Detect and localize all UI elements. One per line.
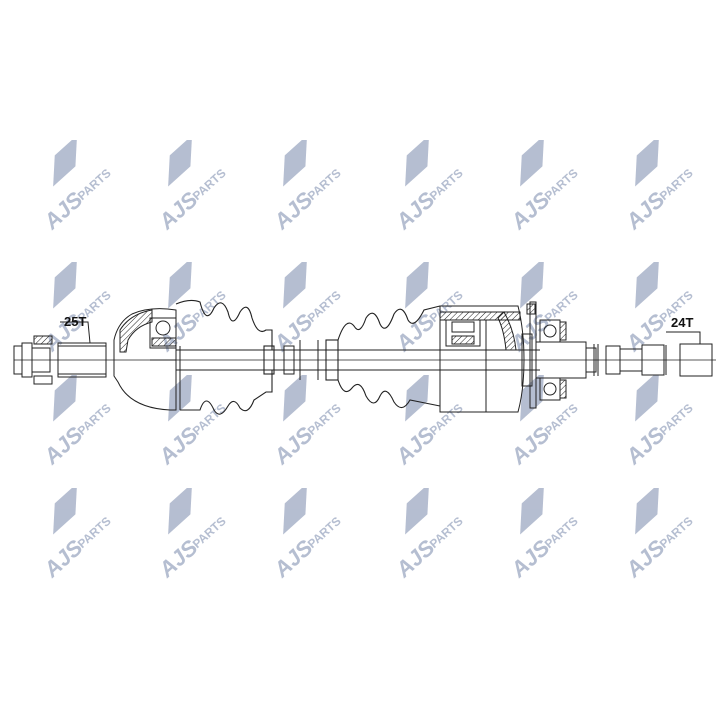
right-stub (585, 344, 667, 376)
outer-cv-joint (113, 308, 181, 411)
inner-boot (325, 305, 441, 409)
intermediate-bearing (521, 301, 587, 409)
left-spline-label: 25T (64, 314, 87, 329)
right-spline (666, 331, 713, 377)
left-nut (13, 335, 53, 385)
outer-boot (175, 299, 275, 415)
right-spline-label: 24T (671, 315, 694, 330)
inner-cv-joint (439, 305, 525, 413)
shaft (176, 340, 540, 380)
left-spline (57, 321, 107, 378)
